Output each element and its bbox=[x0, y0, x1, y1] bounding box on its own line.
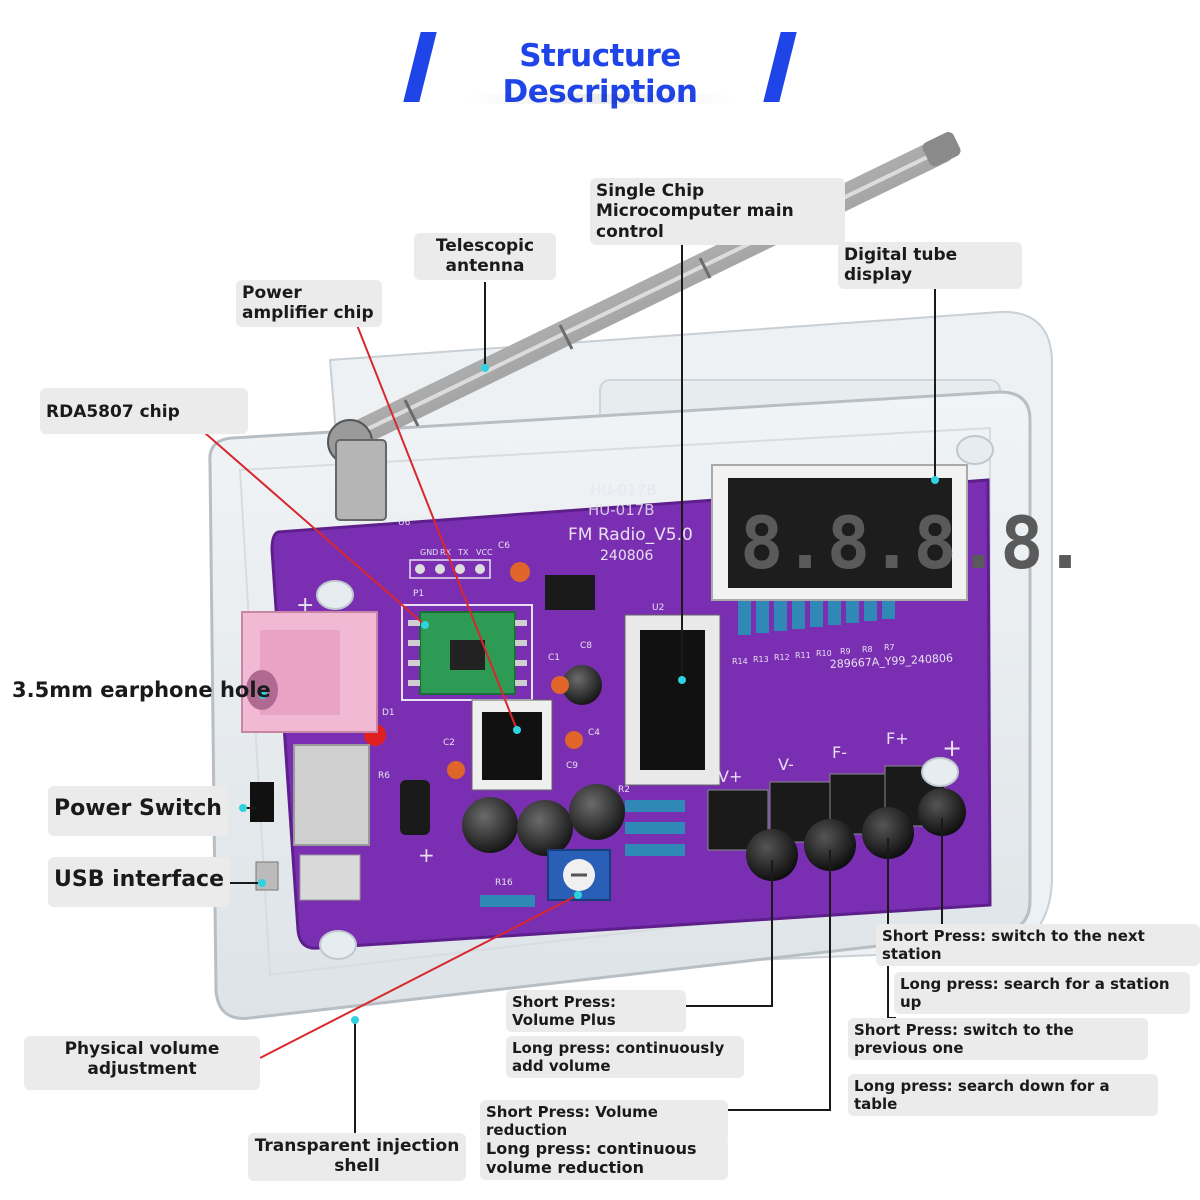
silk: C4 bbox=[588, 728, 600, 738]
label-usb: USB interface bbox=[48, 857, 230, 907]
silk: R9 bbox=[840, 647, 851, 656]
label-power-switch: Power Switch bbox=[48, 786, 228, 836]
silk: R11 bbox=[795, 651, 811, 660]
silk: R7 bbox=[884, 643, 895, 652]
capacitor bbox=[562, 665, 602, 705]
label-fminus-short: Short Press: switch to the previous one bbox=[848, 1018, 1148, 1060]
capacitor bbox=[569, 784, 625, 840]
board-date: 240806 bbox=[600, 548, 654, 564]
board-name: FM Radio_V5.0 bbox=[568, 525, 693, 545]
silk: C2 bbox=[443, 738, 455, 748]
button-vminus bbox=[804, 819, 856, 871]
silk: C1 bbox=[548, 653, 560, 663]
board-model-1: HU-017B bbox=[590, 481, 657, 499]
button-fplus bbox=[918, 788, 966, 836]
page-title: Structure Description bbox=[502, 38, 698, 110]
button-fminus bbox=[862, 807, 914, 859]
silk: R14 bbox=[732, 657, 748, 666]
resistor bbox=[625, 822, 685, 834]
silk: P1 bbox=[413, 589, 424, 599]
silk: R13 bbox=[753, 655, 769, 664]
label-vminus-short: Short Press: Volume reduction bbox=[480, 1100, 728, 1142]
resistor bbox=[625, 844, 685, 856]
silk: R2 bbox=[618, 785, 630, 795]
silk: TX bbox=[457, 548, 469, 557]
capacitor bbox=[517, 800, 573, 856]
button-label: V- bbox=[778, 755, 794, 774]
label-rda5807: RDA5807 chip bbox=[40, 388, 248, 434]
silk: GND bbox=[420, 548, 438, 557]
label-fplus-short: Short Press: switch to the next station bbox=[876, 924, 1200, 966]
label-fminus-long: Long press: search down for a table bbox=[848, 1074, 1158, 1116]
capacitor bbox=[462, 797, 518, 853]
silk: U6 bbox=[398, 518, 411, 528]
capacitor bbox=[400, 780, 430, 835]
silk: VCC bbox=[476, 548, 493, 557]
board-code: 289667A_Y99_240806 bbox=[829, 652, 953, 671]
usb-port bbox=[255, 861, 279, 891]
silk: U2 bbox=[652, 603, 664, 613]
label-digital-tube: Digital tube display bbox=[838, 242, 1022, 289]
label-power-amp: Power amplifier chip bbox=[236, 280, 382, 327]
silk: RX bbox=[440, 548, 452, 557]
label-vminus-long: Long press: continuous volume reduction bbox=[480, 1136, 728, 1181]
plus-mark: + bbox=[942, 734, 962, 762]
rda5807-module bbox=[401, 604, 533, 701]
label-vplus-long: Long press: continuously add volume bbox=[506, 1036, 744, 1078]
plus-mark: + bbox=[418, 843, 435, 867]
voltage-regulator bbox=[545, 575, 595, 610]
silk: R10 bbox=[816, 649, 832, 658]
button-label: F- bbox=[832, 743, 847, 762]
silk: R8 bbox=[862, 645, 873, 654]
silk: C9 bbox=[566, 761, 578, 771]
pcb-board: HU-017B HU-017B FM Radio_V5.0 240806 289… bbox=[270, 464, 1087, 950]
mcu-chip bbox=[624, 614, 721, 786]
power-switch-knob bbox=[250, 782, 274, 822]
label-telescopic: Telescopic antenna bbox=[414, 233, 556, 280]
title-banner: Structure Description bbox=[403, 30, 797, 110]
display-digits: 8.8.8.8. bbox=[740, 501, 1087, 585]
board-model-2: HU-017B bbox=[588, 501, 655, 519]
volume-potentiometer bbox=[547, 849, 611, 901]
resistor bbox=[480, 895, 535, 907]
button-label: F+ bbox=[886, 729, 909, 748]
digital-tube: 8.8.8.8. bbox=[711, 464, 1087, 601]
silk: R6 bbox=[378, 771, 390, 781]
label-single-chip: Single Chip Microcomputer main control bbox=[590, 178, 845, 246]
silk: R16 bbox=[495, 878, 513, 888]
silk: D1 bbox=[382, 708, 395, 718]
label-transparent-shell: Transparent injection shell bbox=[248, 1133, 466, 1181]
button-vplus bbox=[746, 829, 798, 881]
label-physical-volume: Physical volume adjustment bbox=[24, 1036, 260, 1090]
label-fplus-long: Long press: search for a station up bbox=[894, 972, 1190, 1014]
label-earphone: 3.5mm earphone hole bbox=[12, 678, 271, 702]
button-label: V+ bbox=[718, 767, 742, 786]
label-vplus-short: Short Press: Volume Plus bbox=[506, 990, 686, 1032]
power-amp-chip bbox=[471, 699, 553, 791]
resistor bbox=[625, 800, 685, 812]
silk: C6 bbox=[498, 541, 510, 551]
silk: C8 bbox=[580, 641, 592, 651]
silk: R12 bbox=[774, 653, 790, 662]
